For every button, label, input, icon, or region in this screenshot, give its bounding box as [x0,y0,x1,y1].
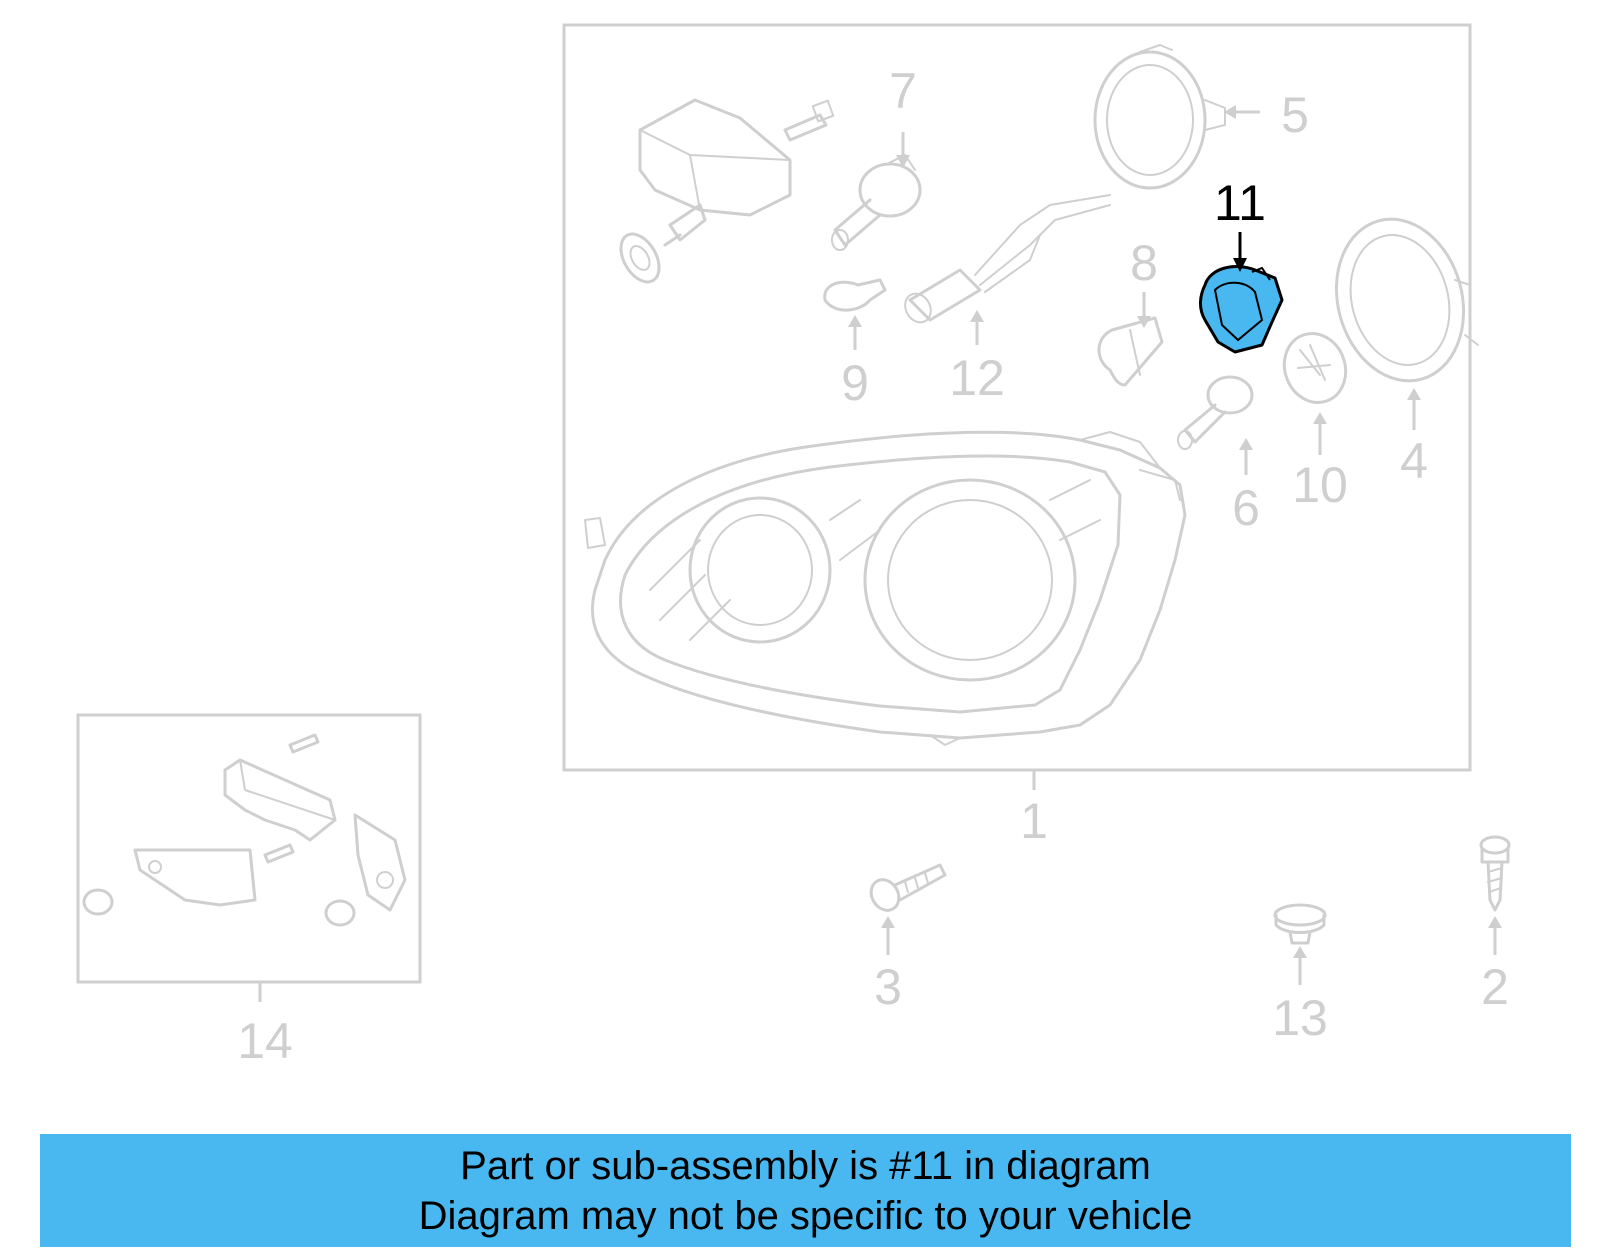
leader-arrow-9 [848,315,862,327]
wedge-bulb-9 [823,278,887,312]
leader-arrow-2 [1488,916,1502,928]
callout-12: 12 [949,350,1005,406]
wire-harness-12 [904,194,1111,324]
leader-arrow-4 [1407,388,1421,400]
halogen-bulb-7 [831,154,922,251]
leader-arrow-11 [1233,258,1247,272]
leader-arrow-6 [1239,438,1253,450]
screw-3 [869,863,947,912]
callout-2: 2 [1481,959,1509,1015]
callout-13: 13 [1272,990,1328,1046]
leader-arrow-5 [1224,105,1236,119]
callout-14: 14 [237,1013,293,1069]
callout-6: 6 [1232,480,1260,536]
clip-13 [1273,903,1327,945]
callout-11: 11 [1214,175,1266,231]
callout-5: 5 [1281,87,1309,143]
bulb-socket-11 [1199,265,1284,354]
leader-arrow-7 [896,155,910,168]
leader-arrow-8 [1137,316,1151,328]
bracket-kit-parts [82,733,407,927]
callout-3: 3 [874,959,902,1015]
banner-line-1: Part or sub-assembly is #11 in diagram [460,1143,1151,1188]
bracket-kit-box [76,713,422,984]
screw-2 [1479,835,1511,912]
halogen-bulb-6 [1177,375,1254,450]
headlamp-assembly-box [562,23,1472,772]
leader-arrow-13 [1293,946,1307,958]
lamp-cover-4 [1334,217,1479,383]
info-banner: Part or sub-assembly is #11 in diagram D… [40,1134,1571,1247]
leader-arrow-3 [881,916,895,928]
callout-10: 10 [1292,457,1348,513]
callout-1: 1 [1020,793,1048,849]
leader-arrow-10 [1313,412,1327,424]
lamp-socket-10 [1282,332,1348,404]
leveling-motor [619,98,835,284]
callout-4: 4 [1400,433,1428,489]
headlamp-housing [584,430,1187,746]
leader-arrow-12 [970,310,984,322]
socket-cap-5 [1093,44,1226,190]
callout-9: 9 [841,355,869,411]
banner-line-2: Diagram may not be specific to your vehi… [418,1193,1193,1238]
callout-8: 8 [1130,235,1158,291]
callout-7: 7 [889,63,917,119]
bulb-8 [1097,316,1164,387]
